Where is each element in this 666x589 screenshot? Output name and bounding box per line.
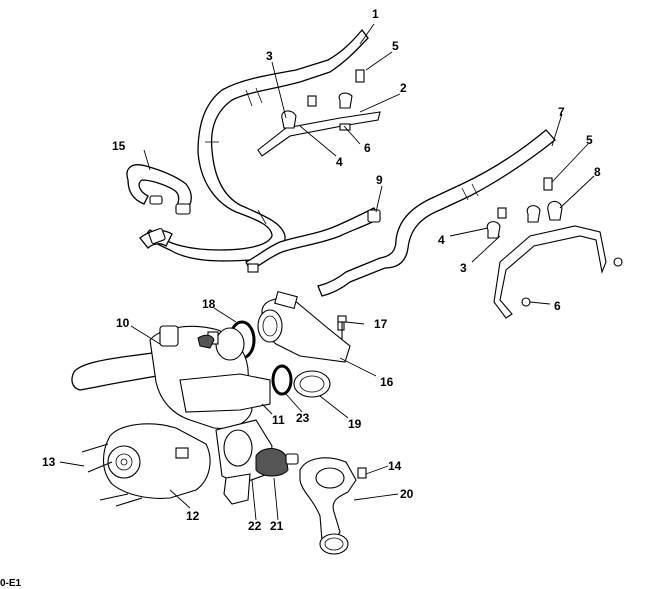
bolt-17 bbox=[337, 315, 347, 340]
callout-14: 14 bbox=[388, 459, 402, 473]
callout-5b: 5 bbox=[586, 133, 593, 147]
callout-4b: 4 bbox=[438, 233, 445, 247]
callout-3: 3 bbox=[266, 49, 273, 63]
callout-6b: 6 bbox=[554, 299, 561, 313]
callout-20: 20 bbox=[400, 487, 414, 501]
callout-21: 21 bbox=[270, 519, 284, 533]
hose-9 bbox=[245, 207, 381, 273]
housing-cover bbox=[257, 290, 351, 363]
thermostat-housing bbox=[71, 325, 271, 429]
callout-6: 6 bbox=[364, 141, 371, 155]
callout-11: 11 bbox=[272, 413, 285, 427]
water-pump bbox=[81, 423, 211, 507]
callout-12: 12 bbox=[186, 509, 200, 523]
figure-code: 0-E1 bbox=[0, 578, 22, 589]
callout-3b: 3 bbox=[460, 261, 467, 275]
callout-19: 19 bbox=[348, 417, 362, 431]
callout-9: 9 bbox=[376, 173, 383, 187]
right-hose-bracket bbox=[486, 177, 623, 319]
inlet-housing bbox=[215, 419, 299, 505]
callout-2: 2 bbox=[400, 81, 407, 95]
callout-23: 23 bbox=[296, 411, 310, 425]
heater-hose bbox=[317, 129, 556, 297]
lower-left-hose bbox=[139, 227, 173, 249]
leader-lines bbox=[59, 23, 595, 521]
callout-13: 13 bbox=[42, 455, 56, 469]
callout-15: 15 bbox=[112, 139, 126, 153]
bypass-hose bbox=[126, 164, 192, 215]
callout-22: 22 bbox=[248, 519, 262, 533]
callout-1: 1 bbox=[372, 7, 379, 21]
o-ring-23 bbox=[271, 364, 293, 396]
callout-17: 17 bbox=[374, 317, 388, 331]
callout-8: 8 bbox=[594, 165, 601, 179]
callout-4: 4 bbox=[336, 155, 343, 169]
callout-18: 18 bbox=[202, 297, 216, 311]
callout-10: 10 bbox=[116, 316, 130, 330]
callout-7: 7 bbox=[558, 105, 565, 119]
seal-19 bbox=[293, 370, 331, 398]
callout-5: 5 bbox=[392, 39, 399, 53]
callout-16: 16 bbox=[380, 375, 394, 389]
outlet-elbow bbox=[299, 457, 367, 555]
